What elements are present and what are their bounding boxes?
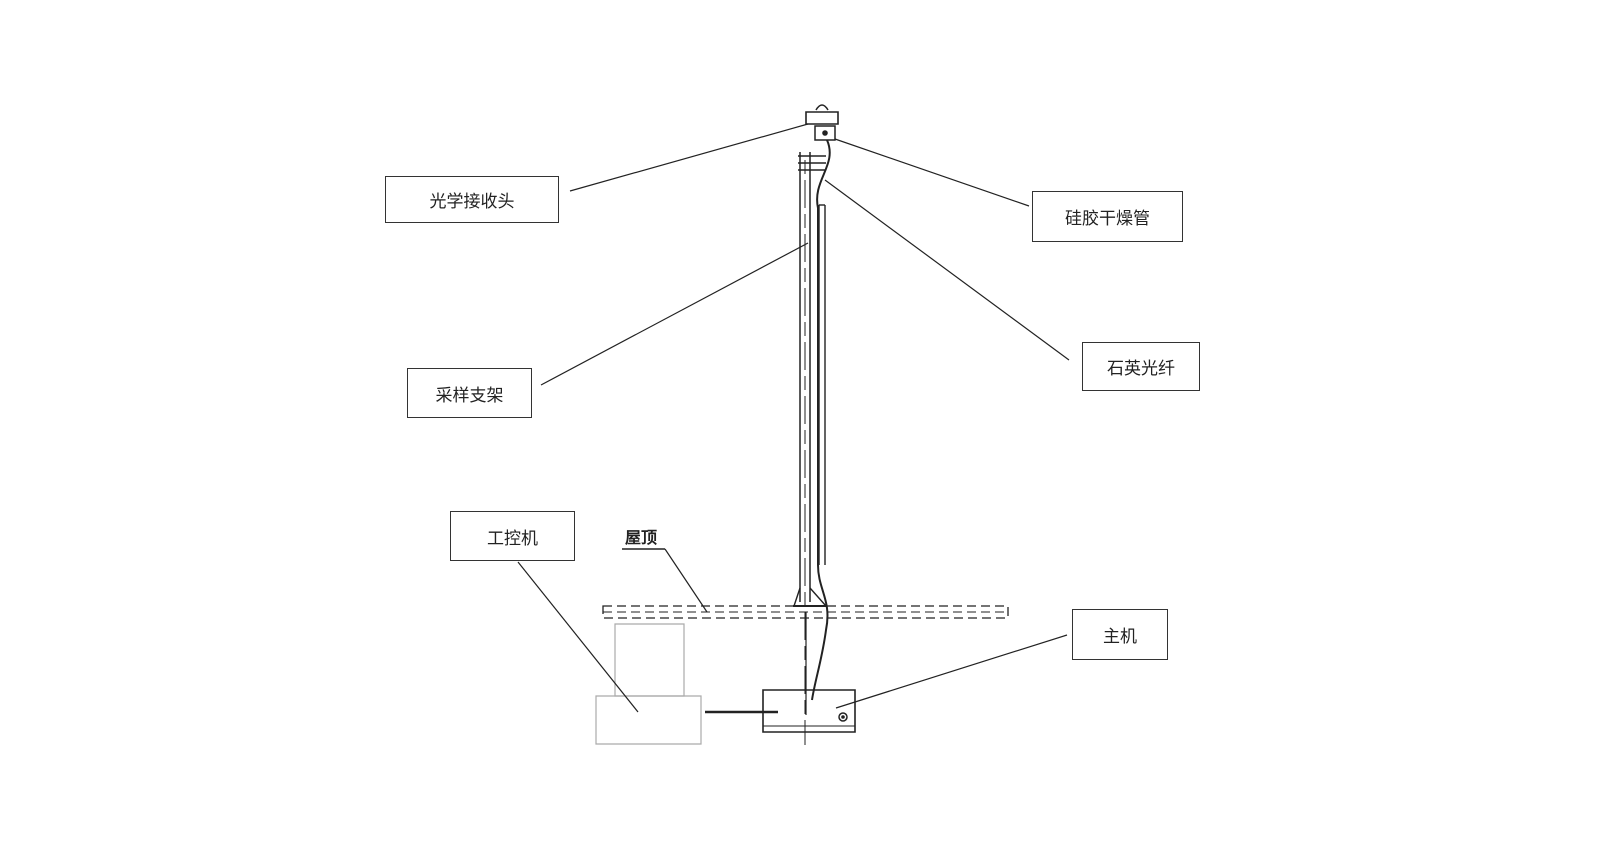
- label-main-unit: 主机: [1072, 609, 1168, 660]
- label-sampling-rack: 采样支架: [407, 368, 532, 418]
- label-roof: 屋顶: [625, 528, 658, 547]
- roof-slab: [603, 606, 1008, 618]
- leader-quartz-fiber: [825, 180, 1069, 360]
- leader-industrial-pc: [518, 562, 638, 712]
- leader-optical-receiver: [570, 124, 808, 191]
- industrial-pc-shape: [596, 624, 701, 744]
- leader-sampling-rack: [541, 243, 808, 385]
- label-industrial-pc: 工控机: [450, 511, 575, 561]
- leader-silica-dryer: [835, 139, 1029, 206]
- label-quartz-fiber: 石英光纤: [1082, 342, 1200, 391]
- leader-roof-diagonal: [665, 549, 707, 612]
- sampling-rack-pole: [793, 152, 827, 745]
- leader-main-unit: [836, 635, 1067, 708]
- quartz-fiber-cable: [812, 140, 830, 700]
- label-silica-dryer: 硅胶干燥管: [1032, 191, 1183, 242]
- optical-receiver-head: [806, 105, 838, 140]
- label-optical-receiver: 光学接收头: [385, 176, 559, 223]
- silica-dryer-tube: [819, 205, 825, 565]
